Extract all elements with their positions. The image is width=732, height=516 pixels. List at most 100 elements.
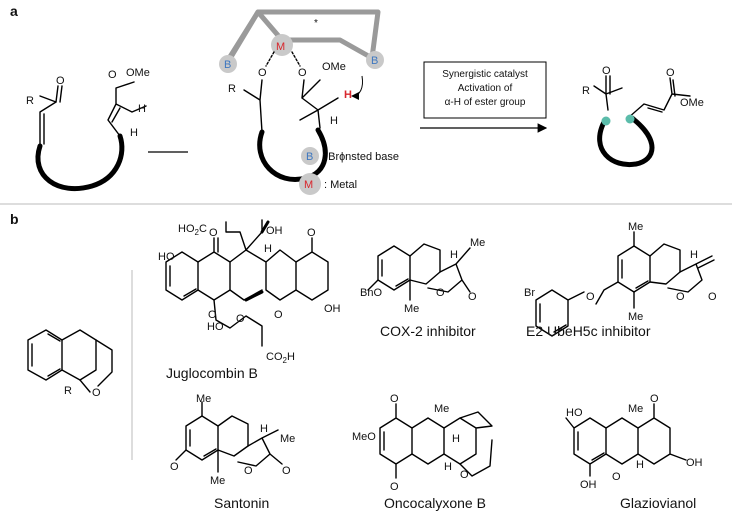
- legend-base-symbol: B: [306, 151, 313, 163]
- product-o: O: [602, 65, 611, 77]
- santonin-h: H: [260, 423, 268, 435]
- panel-a-label: a: [10, 3, 18, 19]
- onc-o: O: [390, 393, 399, 405]
- santonin-me3: Me: [280, 433, 295, 445]
- e2-h: H: [690, 249, 698, 261]
- panel-b-label: b: [10, 211, 19, 227]
- gla-oh: OH: [580, 479, 597, 491]
- oncocalyxone-b-structure: O O MeO Me H H O Oncocalyxone B: [352, 393, 493, 511]
- e2-o2: O: [676, 291, 685, 303]
- substrate-tether: [35, 133, 125, 192]
- cox-bno: BnO: [360, 287, 382, 299]
- gla-h: H: [636, 459, 644, 471]
- jug-o4: O: [236, 313, 245, 325]
- gla-ho: HO: [566, 407, 583, 419]
- santonin-name: Santonin: [214, 495, 269, 511]
- condition-box: [423, 61, 547, 119]
- condition-line-3: α-H of ester group: [445, 97, 526, 108]
- legend-base-text: : Brɸnsted base: [322, 151, 399, 163]
- legend-metal-text: : Metal: [324, 179, 357, 191]
- santonin-structure: Me O Me O O H Me Santonin: [170, 393, 295, 511]
- cox-h: H: [450, 249, 458, 261]
- jug-oh: OH: [266, 225, 283, 237]
- jug-ho2: HO: [207, 321, 224, 333]
- onc-h: H: [452, 433, 460, 445]
- e2-br: Br: [524, 287, 535, 299]
- onc-o2: O: [390, 481, 399, 493]
- substrate-r: R: [26, 95, 34, 107]
- product-tether: [597, 115, 655, 168]
- jug-oh2: OH: [324, 303, 341, 315]
- cox2-inhibitor-name: COX-2 inhibitor: [380, 323, 476, 339]
- cox-o: O: [436, 287, 445, 299]
- santonin-me2: Me: [210, 475, 225, 487]
- legend: B : Brɸnsted base M : Metal: [299, 147, 399, 195]
- base-circle-right: [366, 51, 384, 69]
- core-o: O: [92, 387, 101, 399]
- santonin-o: O: [170, 461, 179, 473]
- gla-o2: O: [612, 471, 621, 483]
- e2-ubeh5c-inhibitor-name: E2 UbeH5c inhibitor: [526, 323, 651, 339]
- substrate-o2: O: [108, 69, 117, 81]
- product-structure: R O O OMe: [582, 65, 704, 168]
- e2-o3: O: [708, 291, 717, 303]
- e2-o: O: [586, 291, 595, 303]
- legend-metal-circle: [299, 173, 321, 195]
- core-structure: R O: [27, 329, 113, 399]
- oncocalyxone-b-name: Oncocalyxone B: [384, 495, 486, 511]
- e2-me: Me: [628, 221, 643, 233]
- jug-o1: O: [209, 227, 218, 239]
- core-r: R: [64, 385, 72, 397]
- onc-o3: O: [460, 469, 469, 481]
- substrate-h1: H: [138, 103, 146, 115]
- glaziovianol-name: Glaziovianol: [620, 495, 696, 511]
- e2-me2: Me: [628, 311, 643, 323]
- jug-o2: O: [307, 227, 316, 239]
- ts-o2: O: [298, 67, 307, 79]
- reaction-arrow-box: Synergistic catalyst Activation of α-H o…: [420, 61, 548, 133]
- gla-o: O: [650, 393, 659, 405]
- ts-h-alpha: H: [344, 89, 352, 101]
- substrate-structure: R O O OMe H H: [26, 67, 150, 192]
- condition-line-2: Activation of: [458, 83, 513, 94]
- ts-h: H: [330, 115, 338, 127]
- juglocombin-b-structure: HO2C OH HO O O O O O HO H OH CO2H Jugloc…: [158, 219, 341, 381]
- glaziovianol-structure: HO OH Me O H OH O Glaziovianol: [565, 393, 703, 511]
- base-symbol-left: B: [224, 59, 231, 71]
- jug-co2h: CO2H: [266, 351, 295, 365]
- gla-me: Me: [628, 403, 643, 415]
- cox-o2: O: [468, 291, 477, 303]
- jug-ho2c: HO2C: [178, 223, 207, 237]
- product-ome: OMe: [680, 97, 704, 109]
- legend-metal-symbol: M: [304, 179, 313, 191]
- onc-meo: MeO: [352, 431, 376, 443]
- onc-h2: H: [444, 461, 452, 473]
- metal-circle: [271, 34, 293, 56]
- gla-oh2: OH: [686, 457, 703, 469]
- legend-base-circle: [301, 147, 319, 165]
- product-r: R: [582, 85, 590, 97]
- jug-h: H: [264, 243, 272, 255]
- base-circle-left: [219, 55, 237, 73]
- substrate-h2: H: [130, 127, 138, 139]
- condition-line-1: Synergistic catalyst: [442, 69, 528, 80]
- santonin-o2: O: [244, 465, 253, 477]
- ts-o1: O: [258, 67, 267, 79]
- scaffold-star: *: [314, 18, 318, 29]
- product-bead-2: [625, 114, 635, 124]
- metal-symbol: M: [276, 41, 285, 53]
- jug-o3: O: [208, 309, 217, 321]
- jug-ho: HO: [158, 251, 175, 263]
- juglocombin-b-name: Juglocombin B: [166, 365, 258, 381]
- substrate-ome: OMe: [126, 67, 150, 79]
- ts-r: R: [228, 83, 236, 95]
- catalyst-arm-base: [225, 9, 261, 63]
- cox2-inhibitor-structure: BnO Me O O H Me COX-2 inhibitor: [360, 237, 485, 339]
- ts-ome: OMe: [322, 61, 346, 73]
- santonin-o3: O: [282, 465, 291, 477]
- jug-o5: O: [274, 309, 283, 321]
- base-symbol-right: B: [371, 55, 378, 67]
- e2-ubeh5c-inhibitor-structure: Me O Me Br O O H E2 UbeH5c inhibitor: [524, 221, 717, 339]
- onc-me: Me: [434, 403, 449, 415]
